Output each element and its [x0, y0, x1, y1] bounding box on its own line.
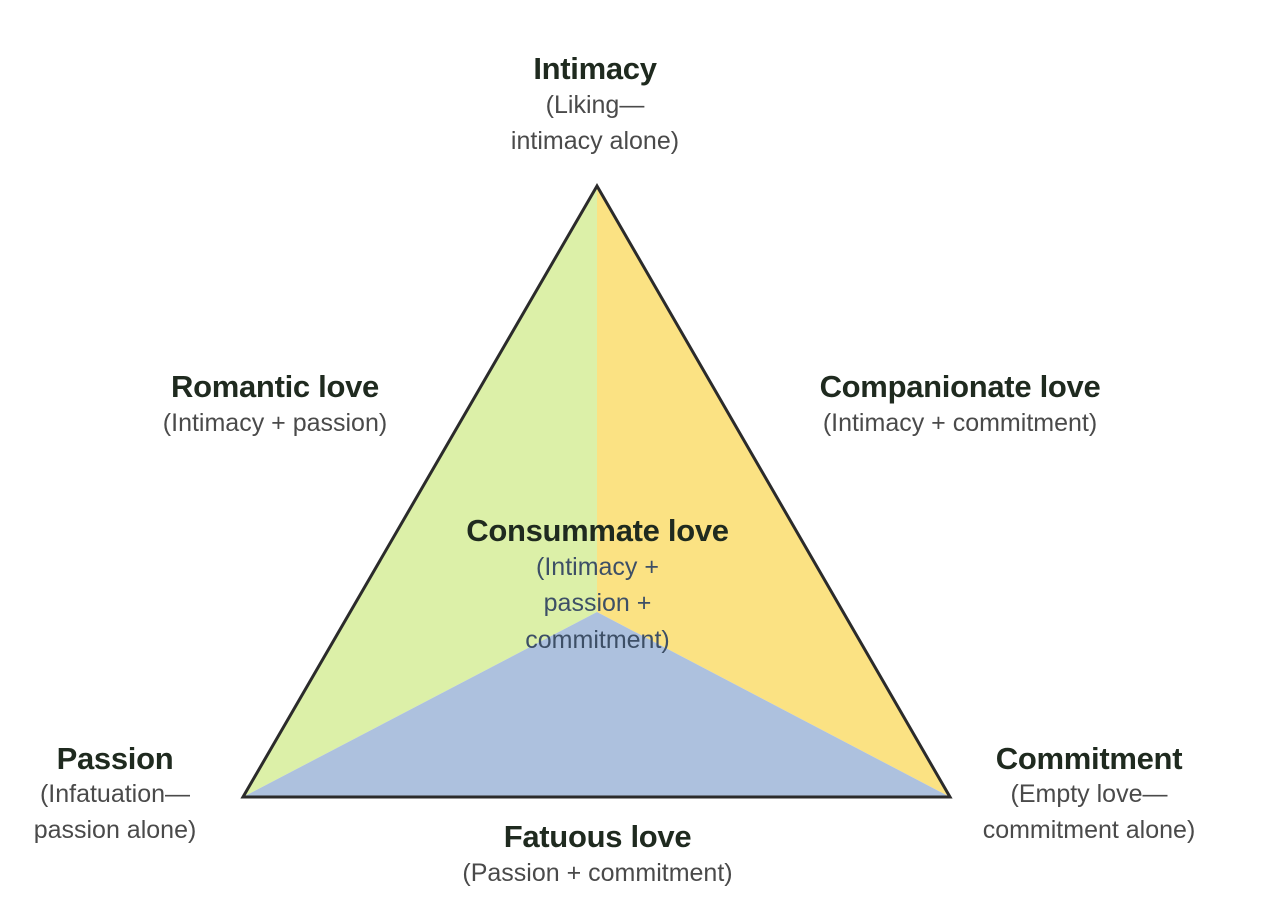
edge-desc-romantic-love: (Intimacy + passion) — [162, 409, 388, 438]
edge-title-fatuous-love: Fatuous love — [503, 819, 692, 854]
vertex-title-passion: Passion — [56, 741, 174, 776]
vertex-label-commitment: Commitment (Empty love— commitment alone… — [958, 740, 1220, 848]
vertex-label-intimacy: Intimacy (Liking— intimacy alone) — [440, 50, 750, 160]
vertex-title-intimacy: Intimacy — [533, 51, 657, 86]
region-passion-commitment — [243, 612, 950, 797]
edge-label-fatuous-love: Fatuous love (Passion + commitment) — [420, 818, 775, 891]
vertex-title-commitment: Commitment — [995, 741, 1183, 776]
center-desc-consummate-love: (Intimacy + passion + commitment) — [525, 553, 670, 654]
vertex-label-passion: Passion (Infatuation— passion alone) — [10, 740, 220, 848]
center-title-consummate-love: Consummate love — [466, 513, 729, 548]
vertex-desc-passion: (Infatuation— passion alone) — [33, 780, 197, 844]
vertex-desc-commitment: (Empty love— commitment alone) — [982, 780, 1196, 844]
edge-title-romantic-love: Romantic love — [171, 369, 379, 404]
edge-desc-fatuous-love: (Passion + commitment) — [462, 859, 733, 888]
edge-desc-companionate-love: (Intimacy + commitment) — [822, 409, 1098, 438]
edge-label-companionate-love: Companionate love (Intimacy + commitment… — [775, 368, 1145, 441]
triangle-outline — [240, 183, 953, 799]
center-label-consummate-love: Consummate love (Intimacy + passion + co… — [430, 512, 765, 658]
vertex-desc-intimacy: (Liking— intimacy alone) — [510, 91, 680, 156]
edge-label-romantic-love: Romantic love (Intimacy + passion) — [95, 368, 455, 441]
edge-title-companionate-love: Companionate love — [819, 369, 1101, 404]
